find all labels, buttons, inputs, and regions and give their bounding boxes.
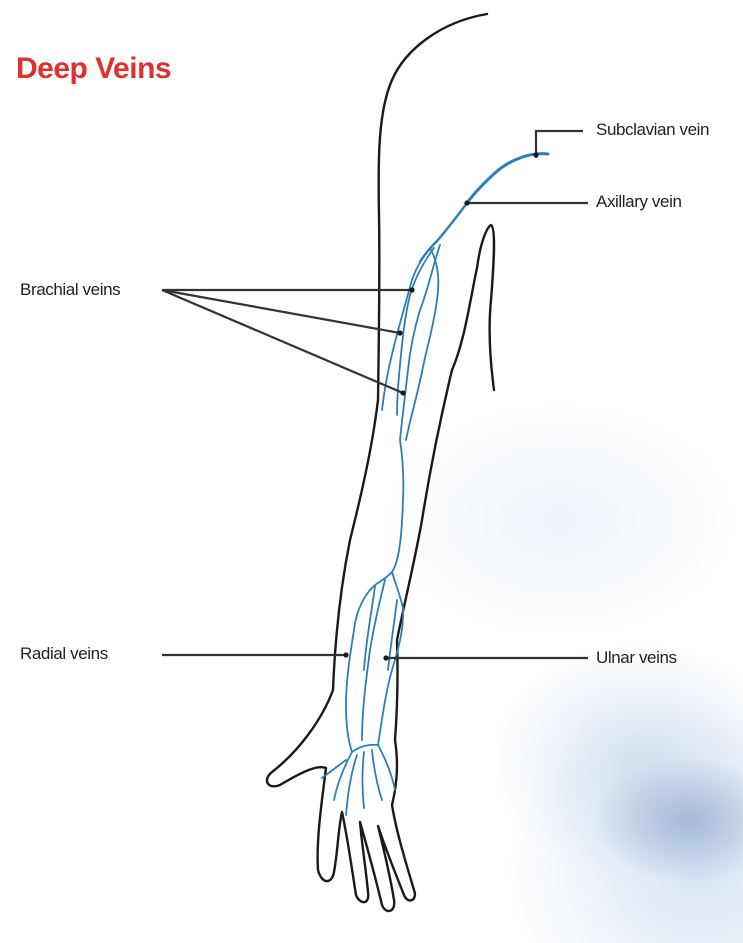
veins bbox=[322, 154, 548, 815]
leader-dots bbox=[343, 152, 538, 660]
label-ulnar-veins: Ulnar veins bbox=[596, 648, 677, 668]
brachial-leader-3 bbox=[162, 290, 403, 393]
label-axillary-vein: Axillary vein bbox=[596, 192, 682, 212]
subclavian-vein bbox=[467, 154, 548, 203]
label-subclavian-vein: Subclavian vein bbox=[596, 120, 709, 140]
diagram-title: Deep Veins bbox=[16, 52, 171, 86]
leader-lines bbox=[162, 131, 588, 658]
arm-outline bbox=[267, 14, 494, 911]
label-brachial-veins: Brachial veins bbox=[20, 280, 120, 300]
label-radial-veins: Radial veins bbox=[20, 644, 108, 664]
brachial-leader-2 bbox=[162, 290, 400, 333]
